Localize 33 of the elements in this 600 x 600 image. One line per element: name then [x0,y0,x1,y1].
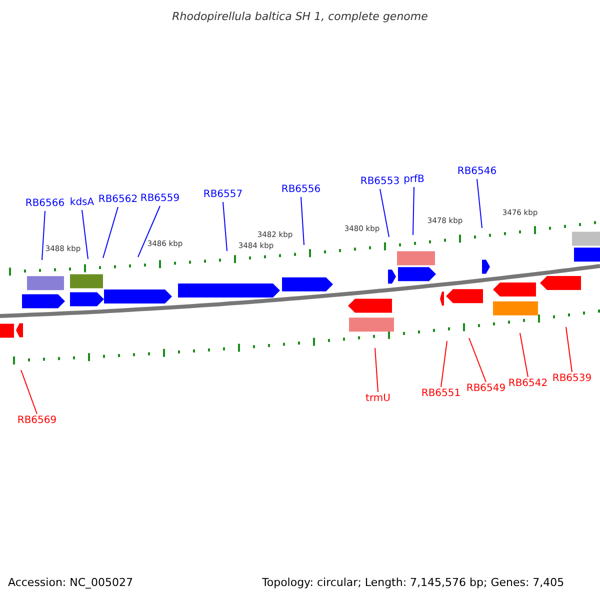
leader-line [476,178,482,228]
leader-line [138,206,160,258]
footer-text: Topology: circular; Length: 7,145,576 bp; Genes: 7,405 [262,576,564,589]
gene-label: RB6551 [421,388,461,400]
gene-label: prfB [404,174,424,186]
leader-line [468,338,486,382]
gene-label: kdsA [70,197,94,209]
gene-label: RB6539 [552,373,592,385]
leader-line [380,188,390,238]
leader-line [566,326,572,372]
leader-line [82,210,88,260]
title: Rhodopirellula baltica SH 1, complete genome [172,10,428,23]
gene-label: RB6569 [17,415,57,427]
leader-line [520,332,528,378]
gene-label: RB6557 [203,189,243,201]
gene-label: RB6556 [281,184,321,196]
gene-label: RB6546 [457,166,497,178]
gene-label: RB6562 [98,194,138,206]
gene-label: RB6559 [140,193,180,205]
leader-line [412,186,414,236]
footer-text: Accession: NC_005027 [8,576,134,589]
leader-line [222,202,228,252]
gene-label: RB6553 [360,176,400,188]
leader-line [300,196,304,246]
gene-label: RB6566 [25,198,65,210]
gene-label: RB6542 [508,378,548,390]
leader-line [374,348,378,392]
gene-label: trmU [366,393,390,405]
leader-line [440,340,448,388]
leader-line [20,370,38,414]
leader-line [42,210,46,260]
gene-label: RB6549 [466,383,506,395]
leader-line [102,206,118,258]
